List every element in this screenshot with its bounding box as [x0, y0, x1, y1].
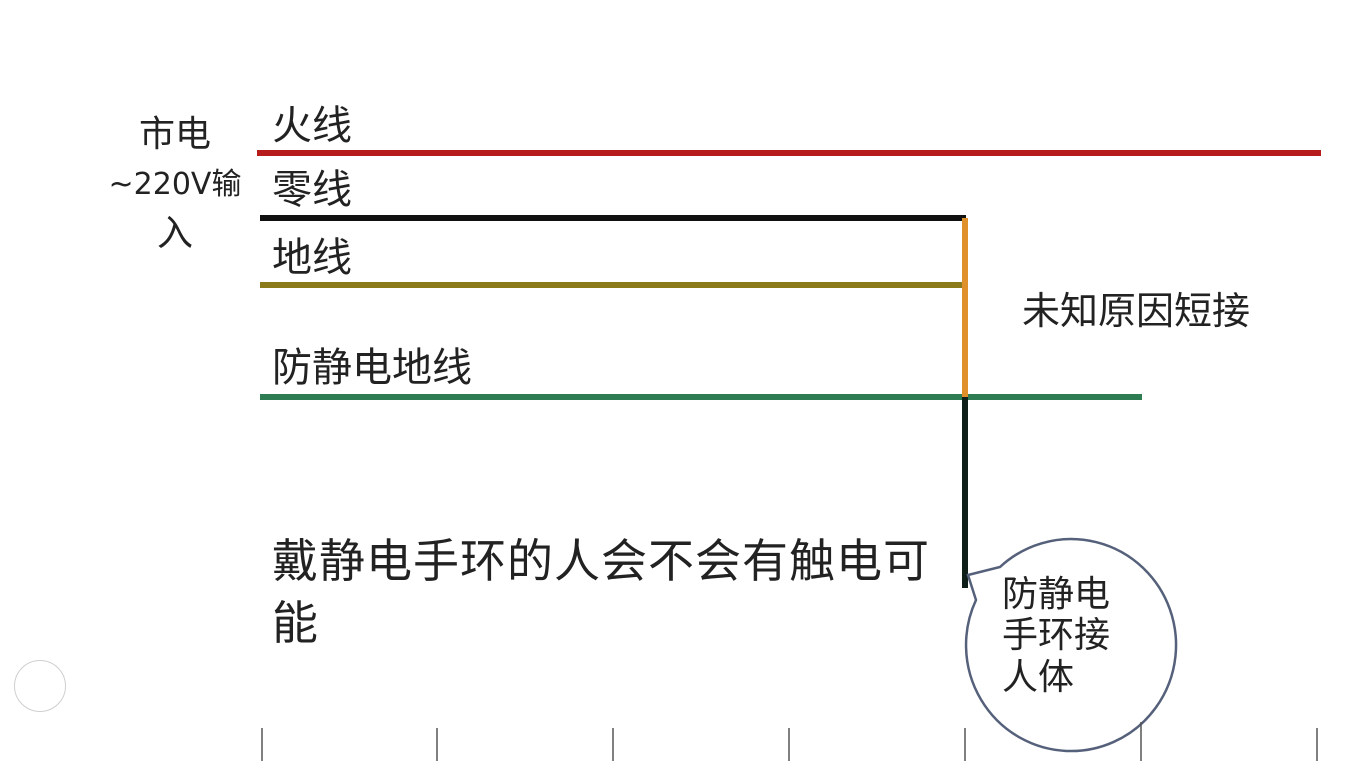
bottom-ticks: [261, 722, 1318, 761]
neutral-wire-label: 零线: [272, 167, 352, 213]
short-connection-label: 未知原因短接: [1022, 289, 1251, 333]
question-text: 戴静电手环的人会不会有触电可能: [272, 534, 930, 651]
mains-line1: 市电: [138, 114, 211, 155]
earth-wire-label: 地线: [272, 235, 352, 281]
corner-circle: [14, 660, 66, 712]
callout-text: 防静电手环接人体: [1002, 574, 1111, 698]
mains-input-label: 市电 ~220V输 入: [100, 108, 250, 261]
esd-earth-wire-label: 防静电地线: [272, 345, 472, 391]
live-wire-label: 火线: [272, 103, 352, 149]
callout-bubble: [964, 537, 1178, 753]
mains-line3: 入: [156, 213, 193, 254]
mains-line2: ~220V输: [108, 167, 242, 202]
